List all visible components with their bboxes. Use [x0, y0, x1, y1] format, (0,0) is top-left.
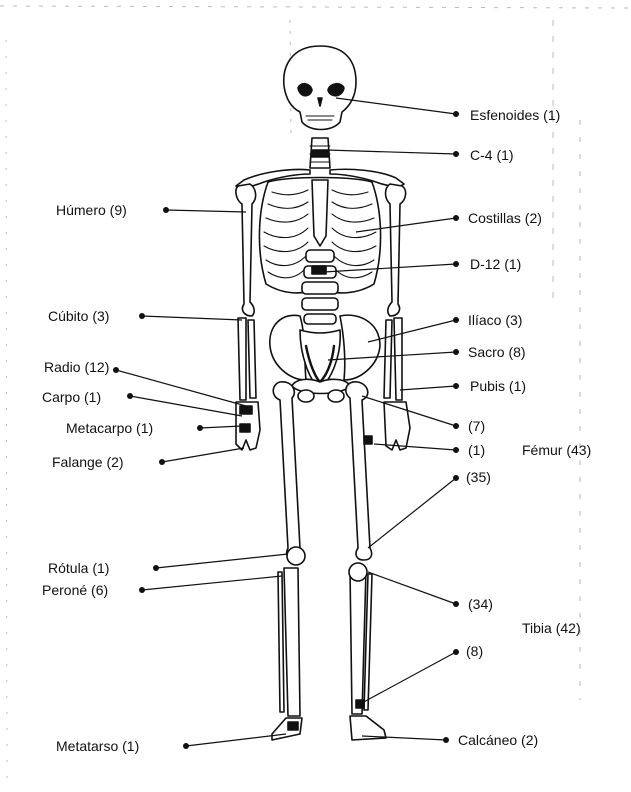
left-patella	[287, 547, 305, 565]
left-fibula	[278, 572, 284, 712]
label-tibia-34: (34)	[468, 596, 493, 612]
label-rotula: Rótula (1)	[48, 560, 109, 576]
sternum	[312, 180, 328, 246]
label-cubito: Cúbito (3)	[48, 308, 109, 324]
label-c4: C-4 (1)	[470, 147, 514, 163]
left-humerus	[236, 184, 256, 316]
label-iliaco: Ilíaco (3)	[468, 312, 522, 328]
label-humero: Húmero (9)	[56, 202, 127, 218]
label-carpo: Carpo (1)	[42, 389, 101, 405]
label-perone: Peroné (6)	[42, 582, 108, 598]
left-ulna	[238, 318, 246, 400]
label-metatarso: Metatarso (1)	[56, 738, 139, 754]
right-ulna	[394, 318, 402, 400]
right-humerus	[386, 184, 406, 316]
skeleton-figure	[236, 46, 410, 740]
label-costillas: Costillas (2)	[468, 210, 542, 226]
label-calcaneo: Calcáneo (2)	[458, 732, 538, 748]
left-ilium	[270, 315, 306, 380]
label-pubis: Pubis (1)	[470, 378, 526, 394]
label-metacarpo: Metacarpo (1)	[66, 420, 153, 436]
right-hand	[384, 402, 410, 450]
label-sacro: Sacro (8)	[468, 344, 526, 360]
label-femur-7: (7)	[468, 418, 485, 434]
label-tibia-8: (8)	[466, 643, 483, 659]
lumbar-spine	[302, 250, 338, 324]
left-radius	[248, 320, 256, 398]
skull	[284, 46, 356, 130]
right-femur	[346, 382, 372, 560]
left-tibia	[284, 568, 300, 716]
right-ilium	[340, 315, 380, 380]
right-tibia	[350, 570, 366, 714]
label-esfenoides: Esfenoides (1)	[470, 107, 560, 123]
label-falange: Falange (2)	[52, 454, 124, 470]
label-femur: Fémur (43)	[522, 442, 591, 458]
right-radius	[384, 320, 392, 398]
right-orbit	[328, 84, 344, 96]
label-d12: D-12 (1)	[470, 256, 521, 272]
left-orbit	[298, 84, 312, 96]
label-tibia: Tibia (42)	[522, 620, 581, 636]
left-femur	[273, 382, 302, 561]
label-radio: Radio (12)	[44, 359, 109, 375]
label-femur-1: (1)	[468, 442, 485, 458]
label-femur-35: (35)	[466, 469, 491, 485]
